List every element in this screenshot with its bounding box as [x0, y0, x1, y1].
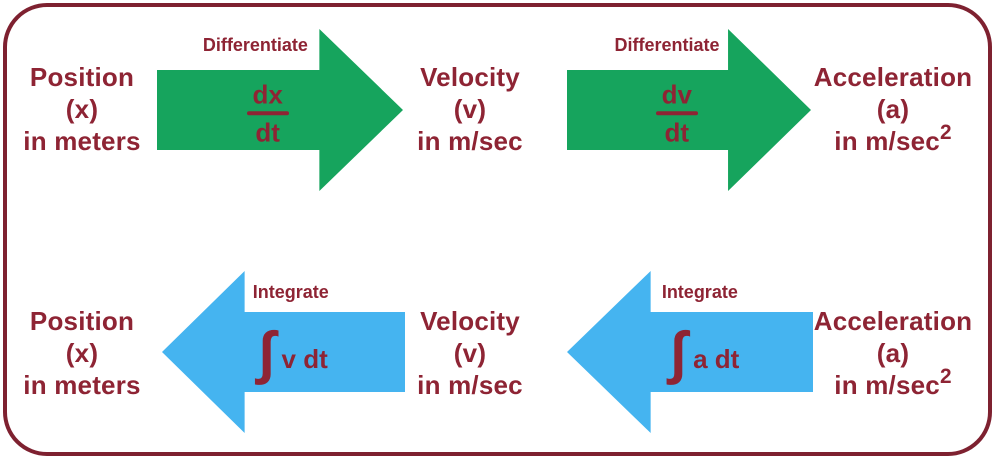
integrate-label: Integrate: [252, 282, 329, 302]
arrow-integrate-velocity-to-position: Integrate ∫ v dt: [162, 271, 405, 433]
arrow-integrate-acceleration-to-velocity: Integrate ∫ a dt: [567, 271, 813, 433]
integrand: a dt: [693, 343, 740, 374]
node-line: in meters: [23, 126, 141, 156]
node-line: (v): [453, 94, 487, 124]
fraction-numerator: dv: [661, 79, 692, 110]
integral-formula-a-dt: ∫ a dt: [670, 320, 740, 386]
node-line: Velocity: [420, 306, 520, 336]
fraction-denominator: dt: [255, 116, 280, 147]
node-position-bottom: Position (x) in meters: [0, 305, 164, 401]
squared-superscript: 2: [939, 121, 952, 145]
derivative-formula-dx-dt: dx dt: [246, 79, 289, 147]
node-line: in meters: [23, 370, 141, 400]
node-line: (v): [453, 338, 487, 368]
node-acceleration-bottom: Acceleration (a) in m/sec2: [794, 305, 992, 401]
node-position-top: Position (x) in meters: [0, 61, 164, 157]
node-velocity-top: Velocity (v) in m/sec: [395, 61, 545, 157]
integral-sign-icon: ∫: [670, 320, 687, 386]
node-acceleration-top: Acceleration (a) in m/sec2: [794, 61, 992, 157]
node-line: Acceleration: [813, 62, 973, 92]
fraction-denominator: dt: [664, 116, 690, 147]
fraction-numerator: dx: [252, 79, 283, 110]
node-line: Position: [29, 62, 135, 92]
node-line: Acceleration: [813, 306, 973, 336]
differentiate-label: Differentiate: [614, 35, 720, 55]
diagram-border: [3, 3, 992, 456]
node-line: in m/sec2: [834, 365, 952, 400]
node-line: (x): [65, 94, 99, 124]
node-line: in m/sec: [417, 126, 523, 156]
fraction-bar: [655, 111, 698, 115]
derivative-formula-dv-dt: dv dt: [655, 79, 698, 147]
integral-sign-icon: ∫: [258, 320, 275, 386]
node-line: (x): [65, 338, 99, 368]
node-line: in m/sec: [417, 370, 523, 400]
node-velocity-bottom: Velocity (v) in m/sec: [395, 305, 545, 401]
integrate-label: Integrate: [661, 282, 738, 302]
node-line: Velocity: [420, 62, 520, 92]
differentiate-label: Differentiate: [202, 35, 308, 55]
arrow-differentiate-position-to-velocity: Differentiate dx dt: [157, 29, 403, 191]
integral-formula-v-dt: ∫ v dt: [258, 320, 328, 386]
integrand: v dt: [281, 343, 328, 374]
node-line: (a): [876, 338, 910, 368]
arrow-differentiate-velocity-to-acceleration: Differentiate dv dt: [567, 29, 811, 191]
fraction-bar: [246, 111, 289, 115]
squared-superscript: 2: [939, 365, 952, 389]
node-line: in m/sec2: [834, 121, 952, 156]
node-line: Position: [29, 306, 135, 336]
node-line: (a): [876, 94, 910, 124]
